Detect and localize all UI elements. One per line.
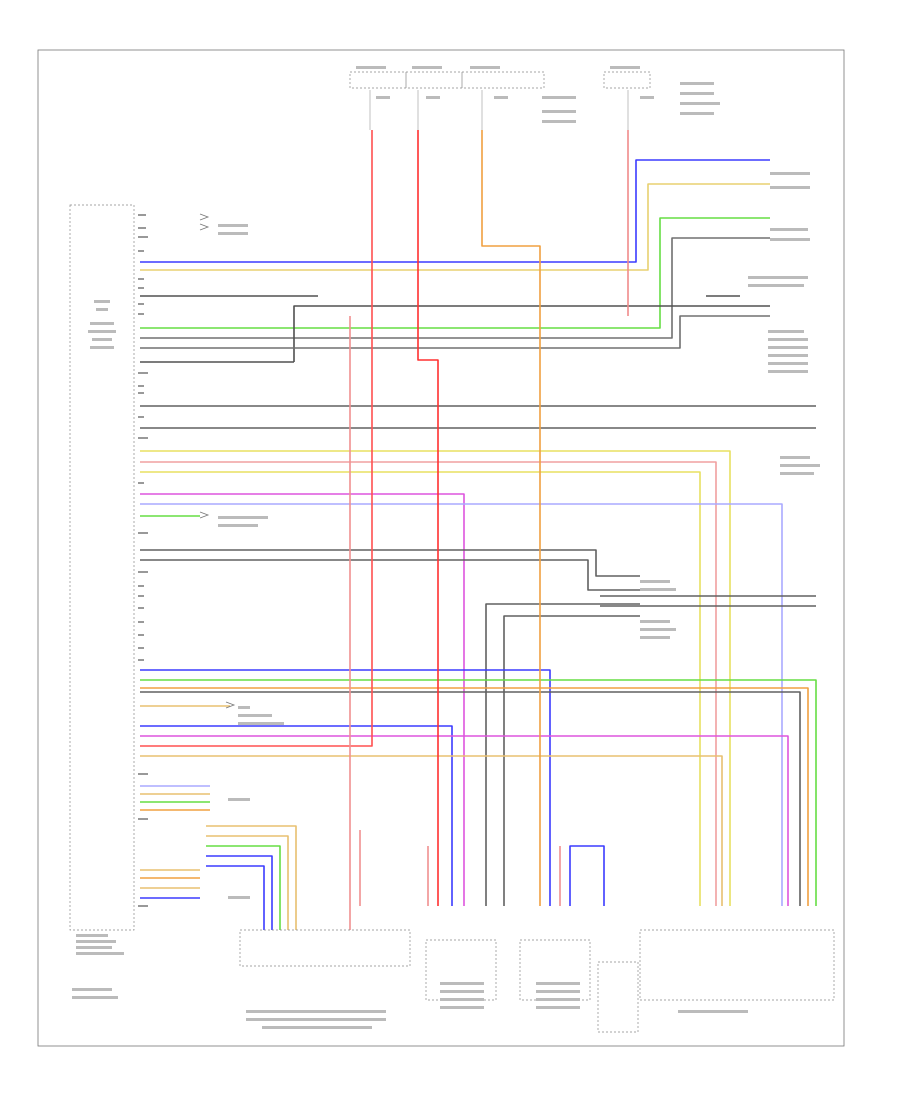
fuse-box-3 <box>461 66 576 130</box>
diagram-border <box>37 49 845 1047</box>
legend <box>72 988 118 999</box>
wires <box>140 130 817 930</box>
right-labels <box>218 172 820 899</box>
multimedia-control-unit <box>639 929 835 1013</box>
switch-module <box>597 961 639 1033</box>
fuse-box-4 <box>603 66 720 130</box>
fuse-box-2 <box>405 66 463 130</box>
left-module-pins <box>138 214 148 907</box>
left-module-box <box>69 204 135 931</box>
connector-stubs <box>199 213 236 709</box>
tel-module-2 <box>519 939 591 1009</box>
left-module-text <box>76 300 124 955</box>
tel-module-1 <box>425 939 497 1009</box>
front-module <box>239 929 411 1029</box>
fuse-box-1 <box>349 66 407 130</box>
